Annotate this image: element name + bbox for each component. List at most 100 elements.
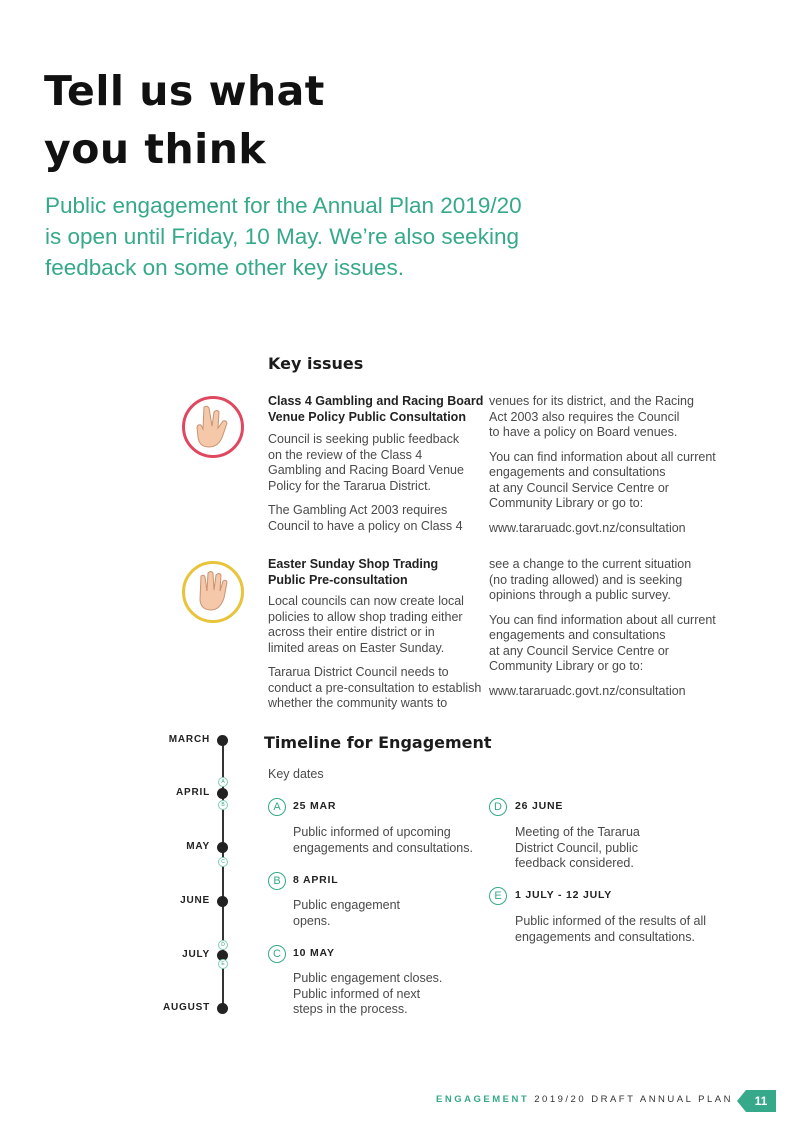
page-title: Tell us what you think bbox=[44, 62, 325, 178]
text-line: You can find information about all curre… bbox=[489, 612, 716, 627]
text-line: Tararua District Council needs to bbox=[268, 665, 449, 679]
text-line: Policy for the Tararua District. bbox=[268, 478, 432, 493]
title-line-2: you think bbox=[44, 125, 267, 173]
timeline-month-dot bbox=[217, 735, 228, 746]
text-line: Public informed of the results of all bbox=[515, 914, 707, 928]
text-line: Public engagement bbox=[293, 898, 401, 912]
key-dates-label: Key dates bbox=[268, 767, 324, 781]
title-line-1: Tell us what bbox=[44, 67, 325, 115]
timeline-month-dot bbox=[217, 842, 228, 853]
text-line: see a change to the current situation bbox=[489, 557, 692, 571]
intro-line: feedback on some other key issues. bbox=[45, 255, 404, 280]
timeline-event-marker: B bbox=[218, 800, 228, 810]
footer-document-title: 2019/20 DRAFT ANNUAL PLAN bbox=[529, 1094, 733, 1105]
text-line: engagements and consultations. bbox=[515, 929, 695, 944]
issue-icon-ring bbox=[182, 396, 244, 458]
issue-title: Easter Sunday Shop Trading Public Pre-co… bbox=[268, 557, 438, 588]
text-line: Public engagement closes. bbox=[293, 971, 443, 985]
timeline-month: AUGUST bbox=[162, 1002, 210, 1013]
text-line: at any Council Service Centre or bbox=[489, 643, 669, 658]
text-line: (no trading allowed) and is seeking bbox=[489, 572, 683, 587]
timeline-event-marker: A bbox=[218, 777, 228, 787]
issue-paragraph: Local councils can now create local poli… bbox=[268, 594, 473, 656]
text-line: Community Library or go to: bbox=[489, 496, 644, 510]
consultation-link[interactable]: www.tararuadc.govt.nz/consultation bbox=[489, 684, 729, 700]
text-line: Public informed of upcoming bbox=[293, 825, 451, 839]
text-line: across their entire district or in bbox=[268, 625, 435, 639]
timeline-month: MAY bbox=[186, 841, 210, 852]
issue-column-1: Council is seeking public feedback on th… bbox=[268, 432, 468, 543]
text-line: engagements and consultations bbox=[489, 628, 666, 642]
timeline-month-dot bbox=[217, 1003, 228, 1014]
issue-title-line: Public Pre-consultation bbox=[268, 572, 408, 587]
issue-paragraph: You can find information about all curre… bbox=[489, 613, 729, 675]
timeline-heading: Timeline for Engagement bbox=[264, 733, 492, 752]
issue-paragraph: Council is seeking public feedback on th… bbox=[268, 432, 468, 494]
event-date: 10 MAY bbox=[293, 947, 335, 959]
issue-icon-ring bbox=[182, 561, 244, 623]
consultation-link[interactable]: www.tararuadc.govt.nz/consultation bbox=[489, 521, 729, 537]
text-line: Gambling and Racing Board Venue bbox=[268, 463, 464, 477]
text-line: Local councils can now create local bbox=[268, 594, 464, 608]
text-line: feedback considered. bbox=[515, 856, 634, 870]
timeline-month: JUNE bbox=[180, 895, 210, 906]
event-letter-badge: D bbox=[489, 798, 507, 816]
issue-paragraph: The Gambling Act 2003 requires Council t… bbox=[268, 503, 468, 534]
text-line: You can find information about all curre… bbox=[489, 449, 716, 464]
event-date: 8 APRIL bbox=[293, 874, 339, 886]
event-letter-badge: E bbox=[489, 887, 507, 905]
text-line: policies to allow shop trading either bbox=[268, 609, 463, 624]
issue-title: Class 4 Gambling and Racing Board Venue … bbox=[268, 394, 483, 425]
text-line: The Gambling Act 2003 requires bbox=[268, 503, 448, 517]
text-line: conduct a pre-consultation to establish bbox=[268, 680, 482, 695]
timeline-axis bbox=[222, 740, 224, 1008]
timeline-event-marker: E bbox=[218, 959, 228, 969]
timeline-month-dot bbox=[217, 896, 228, 907]
event-date: 1 JULY - 12 JULY bbox=[515, 889, 613, 901]
event-description: Public informed of the results of all en… bbox=[515, 914, 706, 945]
text-line: on the review of the Class 4 bbox=[268, 447, 423, 462]
text-line: Community Library or go to: bbox=[489, 659, 644, 673]
issue-paragraph: venues for its district, and the Racing … bbox=[489, 394, 729, 441]
timeline-month: JULY bbox=[182, 949, 210, 960]
key-issues-heading: Key issues bbox=[268, 354, 364, 373]
timeline-event-marker: D bbox=[218, 940, 228, 950]
three-fingers-hand-icon bbox=[196, 405, 228, 448]
text-line: at any Council Service Centre or bbox=[489, 480, 669, 495]
event-description: Public engagement closes. Public informe… bbox=[293, 971, 442, 1018]
event-date: 26 JUNE bbox=[515, 800, 564, 812]
text-line: Meeting of the Tararua bbox=[515, 825, 640, 839]
page-footer: ENGAGEMENT 2019/20 DRAFT ANNUAL PLAN bbox=[436, 1094, 733, 1105]
issue-paragraph: Tararua District Council needs to conduc… bbox=[268, 665, 482, 712]
text-line[interactable]: www.tararuadc.govt.nz/consultation bbox=[489, 683, 686, 698]
event-letter-badge: C bbox=[268, 945, 286, 963]
timeline-event-marker: C bbox=[218, 857, 228, 867]
text-line: limited areas on Easter Sunday. bbox=[268, 640, 445, 655]
timeline-month: APRIL bbox=[176, 787, 210, 798]
intro-line: is open until Friday, 10 May. We’re also… bbox=[45, 224, 519, 249]
event-date: 25 MAR bbox=[293, 800, 337, 812]
text-line: engagements and consultations. bbox=[293, 840, 473, 855]
event-letter-badge: A bbox=[268, 798, 286, 816]
page-number: 11 bbox=[737, 1090, 776, 1112]
issue-title-line: Venue Policy Public Consultation bbox=[268, 409, 466, 424]
timeline-month-dot bbox=[217, 950, 228, 961]
issue-paragraph: see a change to the current situation (n… bbox=[489, 557, 729, 604]
timeline-month: MARCH bbox=[168, 734, 210, 745]
text-line[interactable]: www.tararuadc.govt.nz/consultation bbox=[489, 520, 686, 535]
issue-column-1: Local councils can now create local poli… bbox=[268, 594, 482, 721]
text-line: venues for its district, and the Racing bbox=[489, 394, 694, 408]
event-description: Public informed of upcoming engagements … bbox=[293, 825, 473, 856]
text-line: Act 2003 also requires the Council bbox=[489, 409, 680, 424]
text-line: steps in the process. bbox=[293, 1002, 408, 1016]
text-line: engagements and consultations bbox=[489, 465, 666, 479]
issue-column-2: venues for its district, and the Racing … bbox=[489, 394, 729, 545]
issue-paragraph: You can find information about all curre… bbox=[489, 450, 729, 512]
text-line: Public informed of next bbox=[293, 986, 421, 1001]
footer-section: ENGAGEMENT bbox=[436, 1094, 530, 1105]
text-line: whether the community wants to bbox=[268, 696, 448, 710]
text-line: Council to have a policy on Class 4 bbox=[268, 518, 463, 533]
issue-title-line: Easter Sunday Shop Trading bbox=[268, 557, 439, 571]
issue-column-2: see a change to the current situation (n… bbox=[489, 557, 729, 708]
text-line: Council is seeking public feedback bbox=[268, 432, 460, 446]
